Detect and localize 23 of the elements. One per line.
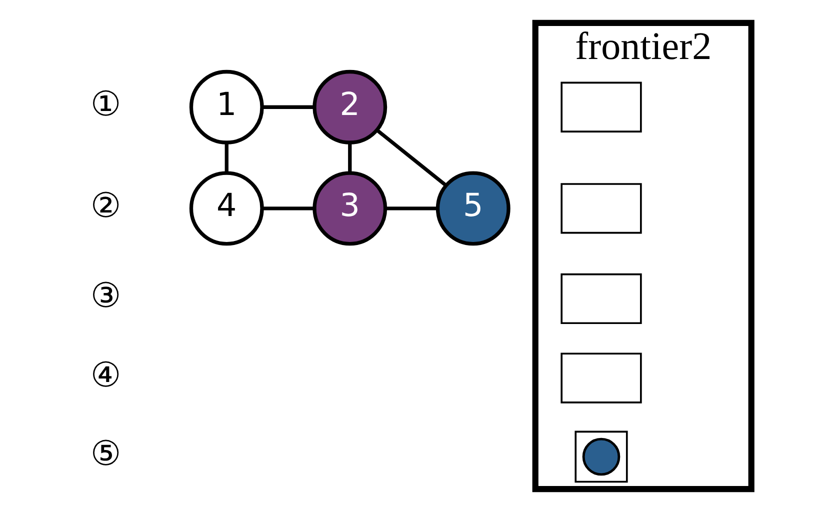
connector [376,128,446,187]
label: ② [90,186,121,226]
cluster [574,430,628,483]
node-circle: 1 [188,70,264,144]
cluster: frontier2 [532,20,754,492]
node-circle: 2 [312,70,387,144]
connector [224,142,228,173]
connector [262,105,314,109]
label: ① [90,84,121,125]
node-circle: 5 [435,171,510,246]
label: ③ [90,276,121,316]
node-box [560,273,642,324]
connector [262,206,314,210]
connector [348,142,352,173]
node-box [560,82,642,132]
label: ④ [90,355,121,396]
label: ⑤ [90,434,121,474]
node-circle [582,438,620,476]
connector [385,206,438,210]
node-circle: 4 [188,171,264,246]
node-box [560,352,642,404]
node-box [560,183,642,234]
node-circle: 3 [312,171,387,246]
